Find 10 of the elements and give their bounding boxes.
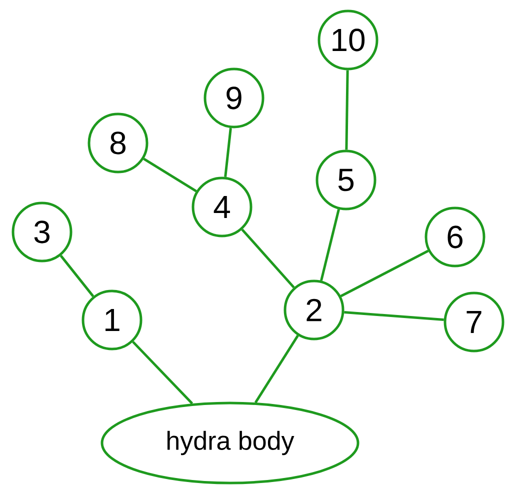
connector-line xyxy=(60,254,94,298)
connector-line xyxy=(143,158,197,192)
connector-line xyxy=(344,311,444,321)
connector-line xyxy=(224,128,232,178)
connector-line xyxy=(320,209,340,281)
connector-line xyxy=(345,70,349,150)
connector-line xyxy=(132,340,194,404)
connector-line xyxy=(340,250,429,298)
connector-line xyxy=(241,228,295,288)
connector-line xyxy=(254,334,299,404)
